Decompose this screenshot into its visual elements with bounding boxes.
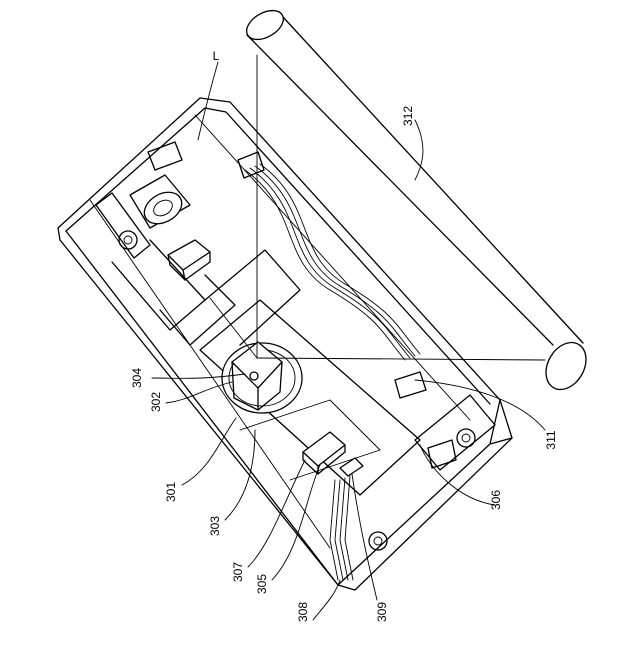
housing-301: [58, 98, 512, 590]
label-303: 303: [208, 516, 222, 536]
label-312: 312: [401, 106, 415, 126]
label-302: 302: [149, 392, 163, 412]
label-301: 301: [164, 482, 178, 502]
label-304: 304: [130, 368, 144, 388]
label-308: 308: [296, 602, 310, 622]
label-L: L: [213, 49, 220, 63]
label-309: 309: [375, 602, 389, 622]
lead-wires-308: [330, 476, 353, 580]
ribbon-cable: [245, 164, 420, 360]
label-305: 305: [255, 574, 269, 594]
rod-312: [242, 5, 594, 397]
reference-labels: L 304 302 301 303 307 305 308 309 306 31…: [130, 49, 558, 622]
label-311: 311: [544, 430, 558, 449]
label-307: 307: [231, 562, 245, 582]
beam-lines: [210, 55, 545, 360]
label-306: 306: [489, 490, 503, 510]
mirror-unit-302: [222, 342, 302, 413]
lens-assembly: [130, 175, 210, 280]
